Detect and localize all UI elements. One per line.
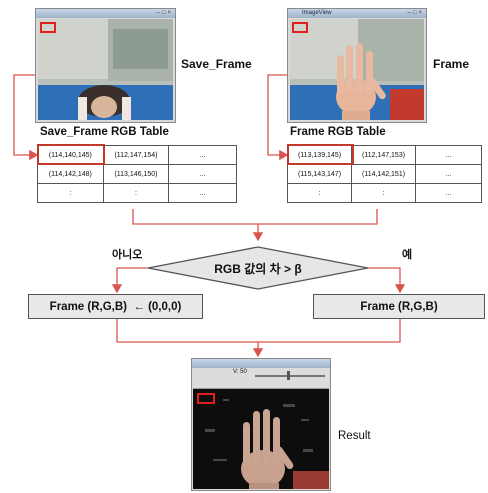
frame-window-title: ImageView <box>302 10 332 16</box>
decision-condition: RGB 값의 차 > β <box>214 262 302 276</box>
threshold-slider[interactable]: V: 50 <box>193 368 329 389</box>
save-frame-table-title: Save_Frame RGB Table <box>40 126 169 138</box>
set-black-box: Frame (R,G,B) ← (0,0,0) <box>28 294 203 319</box>
frame-titlebar: ImageView –□× <box>288 9 426 18</box>
no-branch-line <box>111 267 148 294</box>
result-image <box>193 389 329 489</box>
table-cell: (112,147,153) <box>351 145 417 165</box>
table-cell: (114,142,151) <box>351 164 417 184</box>
frame-rgb-table: (113,139,145) (112,147,153) ... (115,143… <box>286 145 482 203</box>
frame-window: ImageView –□× <box>287 8 427 123</box>
slider-track <box>255 375 325 377</box>
table-row: (115,143,147) (114,142,151) ... <box>286 164 482 184</box>
frame-highlight <box>287 144 354 165</box>
left-box-down-line <box>116 319 258 343</box>
right-box-down-line <box>258 319 401 343</box>
result-window: V: 50 <box>191 358 331 491</box>
table-cell: ... <box>415 183 482 203</box>
frame-image <box>290 19 424 120</box>
save-frame-window: –□× <box>35 8 176 123</box>
table-cell: : <box>351 183 417 203</box>
save-frame-image <box>38 19 173 120</box>
yes-branch-line <box>368 267 406 294</box>
result-titlebar <box>192 359 330 368</box>
table-row: : : ... <box>37 183 237 203</box>
save-frame-highlight <box>37 144 105 165</box>
save-frame-link-line <box>13 74 39 161</box>
slider-thumb[interactable] <box>287 371 290 380</box>
save-frame-label: Save_Frame <box>181 57 252 71</box>
left-table-down-line <box>132 209 258 225</box>
window-controls: –□× <box>156 10 173 16</box>
table-cell: : <box>37 183 104 203</box>
slider-label: V: 50 <box>233 369 247 375</box>
table-row: (114,142,148) (113,146,150) ... <box>37 164 237 184</box>
table-cell: (114,142,148) <box>37 164 104 184</box>
table-cell: ... <box>415 164 482 184</box>
save-frame-rgb-table: (114,140,145) (112,147,154) ... (114,142… <box>37 145 237 203</box>
frame-link-line <box>267 74 290 161</box>
right-table-down-line <box>258 209 378 225</box>
table-cell: ... <box>168 145 237 165</box>
no-branch-label: 아니오 <box>112 249 143 261</box>
keep-frame-box: Frame (R,G,B) <box>313 294 485 319</box>
table-cell: (112,147,154) <box>102 145 170 165</box>
table-cell: (115,143,147) <box>286 164 353 184</box>
table-cell: ... <box>168 183 237 203</box>
table-cell: : <box>286 183 353 203</box>
save-frame-titlebar: –□× <box>36 9 175 18</box>
frame-table-title: Frame RGB Table <box>290 126 386 138</box>
table-row: : : ... <box>286 183 482 203</box>
frame-label: Frame <box>433 57 470 71</box>
table-row: (113,139,145) (112,147,153) ... <box>286 145 482 165</box>
yes-branch-label: 예 <box>402 249 413 261</box>
result-label: Result <box>338 430 371 442</box>
table-cell: ... <box>415 145 482 165</box>
table-cell: : <box>102 183 170 203</box>
table-cell: ... <box>168 164 237 184</box>
window-controls: –□× <box>407 10 424 16</box>
table-cell: (113,146,150) <box>102 164 170 184</box>
decision-diamond <box>147 246 369 290</box>
result-view: V: 50 <box>193 368 329 489</box>
